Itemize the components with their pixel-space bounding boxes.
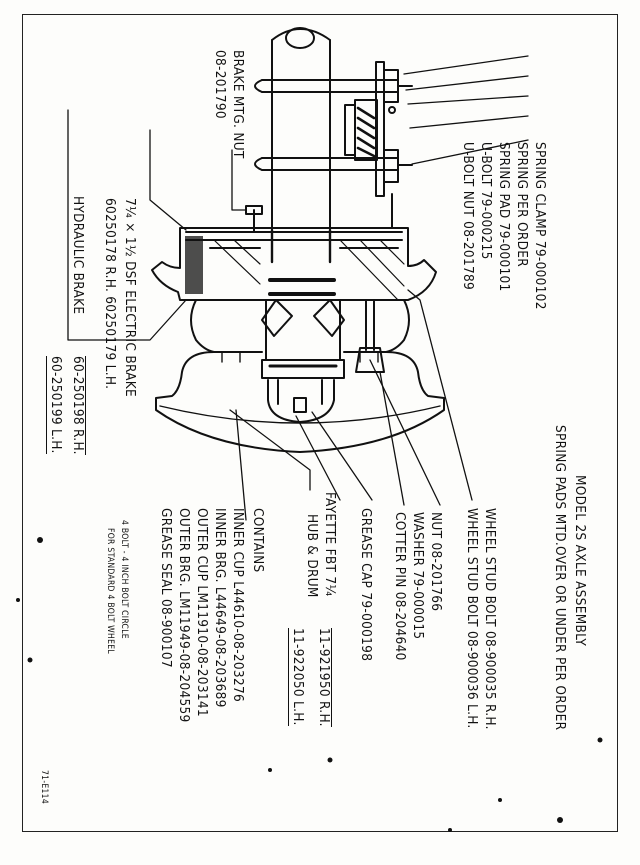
callout-u-bolt-nut: U-BOLT NUT 08-201789 — [460, 142, 476, 291]
brake-mtg-nut-label: BRAKE MTG. NUT — [230, 50, 246, 159]
bolt-note-line2: FOR STANDARD 4 BOLT WHEEL — [105, 528, 115, 654]
hydraulic-brake-lh: 60-250199 L.H. — [46, 356, 64, 454]
hydraulic-brake-label: HYDRAULIC BRAKE — [70, 196, 86, 315]
hub-drum-line1: FAYETTE FBT 7¼ — [322, 492, 338, 597]
wheel-stud-lh: WHEEL STUD BOLT 08-900036 L.H. — [464, 508, 480, 729]
nut-part: NUT 08-201766 — [428, 512, 444, 612]
title-line2: SPRING PADS MTD.OVER OR UNDER PER ORDER — [552, 425, 568, 731]
hub-spindle — [261, 278, 385, 423]
hydraulic-brake-rh: 60-250198 R.H. — [70, 356, 86, 455]
electric-brake-label: 7¼ × 1½ DSF ELECTRIC BRAKE — [122, 198, 138, 397]
callout-spring-per-order: SPRING PER ORDER — [514, 142, 530, 267]
callout-spring-pad: SPRING PAD 79-000101 — [496, 142, 512, 292]
callout-u-bolt: U-BOLT 79-000215 — [478, 142, 494, 260]
axle-tube — [270, 27, 332, 264]
contains-item-grease-seal: GREASE SEAL 08-900107 — [158, 508, 174, 668]
hub-drum-lh: 11-922050 L.H. — [288, 628, 306, 726]
contains-item-inner-brg: INNER BRG. L44649-08-203689 — [212, 508, 228, 708]
u-bolt-assembly — [254, 61, 413, 229]
title-line1: MODEL 2S AXLE ASSEMBLY — [572, 475, 588, 647]
leader-lines — [67, 55, 529, 521]
brake-mtg-nut-part: 08-201790 — [212, 50, 228, 119]
hub-drum-rh: 11-921950 R.H. — [316, 628, 332, 727]
brake-drum-body — [151, 205, 437, 301]
contains-item-outer-cup: OUTER CUP LM11910-08-203141 — [194, 508, 210, 717]
drawing-border — [22, 14, 618, 832]
wheel-stud-rh: WHEEL STUD BOLT 08-900035 R.H. — [482, 508, 498, 730]
hub-drum-line2: HUB & DRUM — [304, 514, 320, 598]
electric-brake-parts: 60250178 R.H. 60250179 L.H. — [102, 198, 118, 390]
washer-part: WASHER 79-000015 — [410, 512, 426, 640]
contains-item-outer-brg: OUTER BRG. LM11949-08-204559 — [176, 508, 192, 723]
contains-item-inner-cup: INNER CUP L44610-08-203276 — [230, 508, 246, 703]
hub-and-drum-profile — [155, 299, 445, 453]
scan-noise — [16, 537, 603, 832]
contains-heading: CONTAINS — [250, 508, 266, 573]
drawing-code: 71-E114 — [39, 770, 49, 805]
cotter-pin-part: COTTER PIN 08-204640 — [392, 512, 408, 661]
grease-cap-part: GREASE CAP 79-000198 — [358, 508, 374, 662]
bolt-note-line1: 4 BOLT - 4 INCH BOLT CIRCLE — [119, 520, 129, 639]
callout-spring-clamp: SPRING CLAMP 79-000102 — [532, 142, 548, 310]
